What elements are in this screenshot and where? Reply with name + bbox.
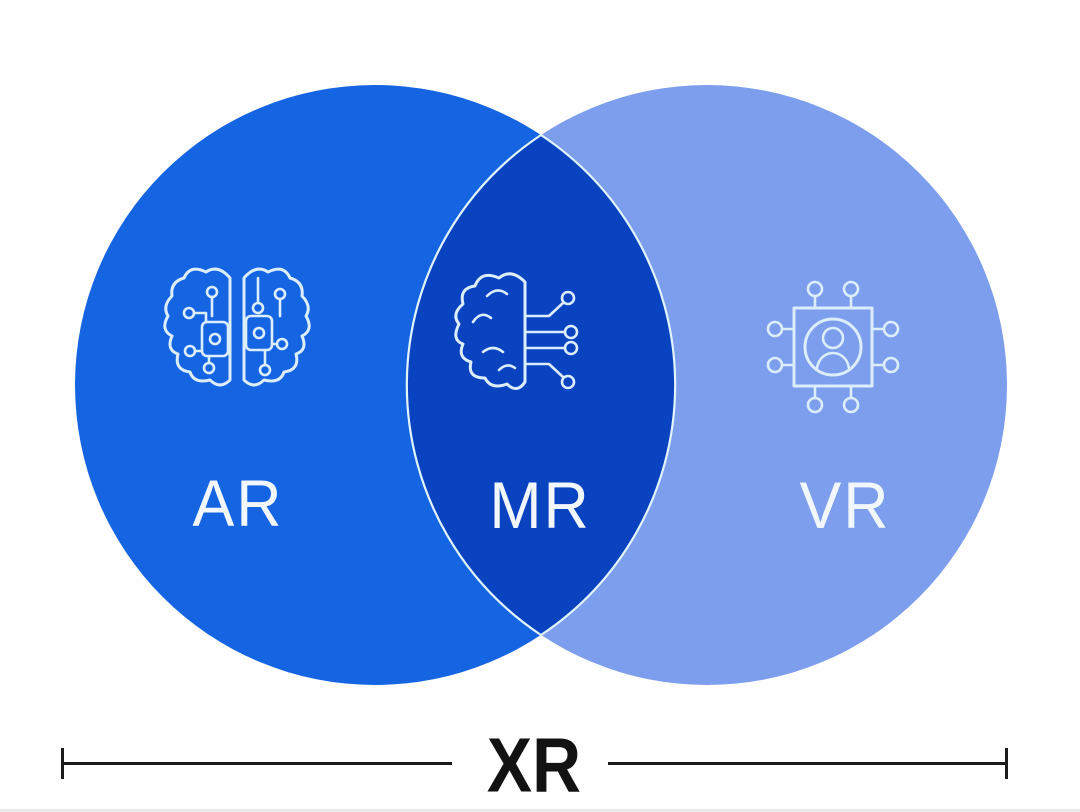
brain-circuit-icon [163, 267, 311, 387]
brain-machine-interface-icon [454, 272, 579, 390]
bracket-tick-right [1005, 748, 1008, 779]
bracket-line-left [62, 762, 452, 765]
vr-label: VR [799, 468, 891, 542]
bracket-line-right [608, 762, 1006, 765]
xr-label: XR [486, 722, 582, 809]
ar-label: AR [192, 466, 284, 540]
mr-label: MR [489, 468, 591, 542]
bottom-crop-artifact [0, 809, 1080, 812]
user-chip-icon [766, 280, 900, 414]
mr-lens-overlap [405, 133, 677, 637]
